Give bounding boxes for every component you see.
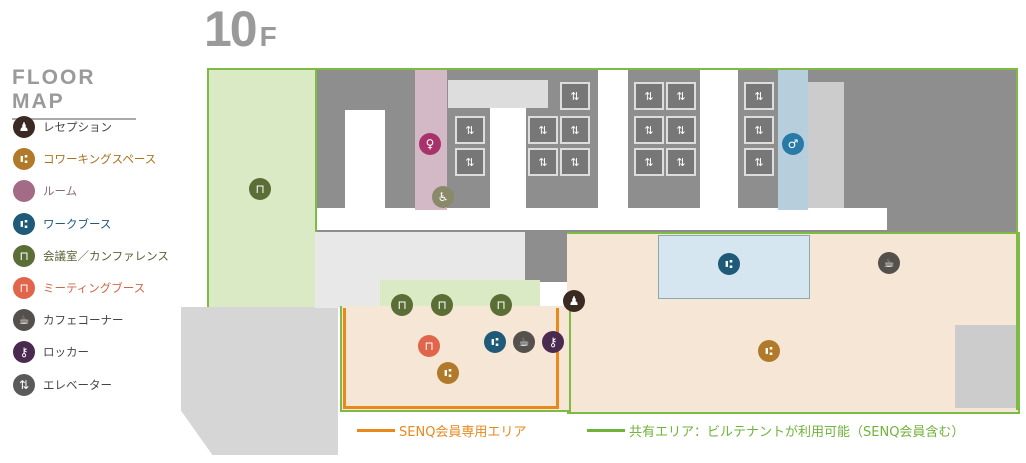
corridor	[700, 68, 738, 218]
elevator-icon: ⇅	[560, 148, 590, 176]
elevator-icon: ⇅	[455, 116, 485, 144]
legend-label: ロッカー	[43, 345, 89, 360]
meeting-booth-icon: ⊓	[418, 335, 440, 357]
conference-icon: ⊓	[490, 294, 512, 316]
elevator-icon: ⇅	[744, 116, 774, 144]
legend-label: ルーム	[43, 184, 78, 199]
elevator-icon: ⇅	[666, 82, 696, 110]
floor-suffix: F	[259, 21, 277, 52]
terrace	[181, 307, 338, 455]
stairs	[448, 80, 548, 108]
cafe-icon: ☕	[13, 309, 35, 332]
legend-item: ⑆ コワーキングスペース	[13, 148, 157, 171]
legend-item: ♟ レセプション	[13, 116, 112, 138]
elevator-icon: ⇅	[560, 116, 590, 144]
elevator-icon: ⇅	[666, 148, 696, 176]
legend-label: カフェコーナー	[43, 313, 124, 328]
elevator-icon: ⇅	[634, 148, 664, 176]
map-legend-label: 共有エリア：ビルテナントが利用可能（SENQ会員含む）	[629, 425, 965, 440]
cafe-icon: ☕	[513, 331, 535, 353]
conference-icon: ⊓	[431, 294, 453, 316]
legend-item: ⊓ 会議室／カンファレンス	[13, 244, 169, 267]
pillar	[525, 232, 567, 282]
meeting-booth-icon: ⊓	[13, 277, 35, 299]
elevator-icon: ⇅	[744, 82, 774, 110]
restroom-male-icon: ♂	[782, 133, 804, 155]
elevator-icon: ⇅	[13, 373, 35, 396]
corridor	[490, 108, 526, 208]
elevator-icon: ⇅	[528, 116, 558, 144]
terrace-right	[955, 325, 1018, 408]
map-legend-shared: 共有エリア：ビルテナントが利用可能（SENQ会員含む）	[587, 421, 964, 440]
legend-label: コワーキングスペース	[43, 152, 157, 167]
legend-item: ⑆ ワークブース	[13, 212, 112, 235]
elevator-icon: ⇅	[560, 82, 590, 110]
conference-icon: ⊓	[391, 294, 413, 316]
legend-item: ⇅ エレベーター	[13, 373, 112, 396]
legend-item: ☕ カフェコーナー	[13, 309, 124, 332]
legend-item: ⚷ ロッカー	[13, 341, 89, 364]
corridor	[598, 68, 628, 218]
legend-item: ⊓ ミーティングブース	[13, 277, 145, 299]
room-icon	[13, 180, 35, 203]
senq-area-border	[343, 308, 559, 409]
map-legend-senq: SENQ会員専用エリア	[357, 421, 526, 440]
cafe-icon: ☕	[878, 252, 900, 274]
locker-icon: ⚷	[542, 331, 564, 353]
elevator-icon: ⇅	[634, 116, 664, 144]
elevator-icon: ⇅	[455, 148, 485, 176]
corridor	[315, 208, 887, 230]
reception-icon: ♟	[563, 290, 585, 312]
legend-title: FLOOR MAP	[12, 66, 136, 120]
work-booth-icon: ⑆	[13, 212, 35, 235]
conference-icon: ⊓	[249, 178, 271, 200]
green-line-swatch	[587, 429, 625, 432]
legend-label: ミーティングブース	[43, 281, 146, 295]
legend-label: 会議室／カンファレンス	[43, 248, 169, 263]
legend-item: ルーム	[13, 180, 78, 203]
orange-line-swatch	[357, 429, 395, 432]
elevator-icon: ⇅	[634, 82, 664, 110]
coworking-icon: ⑆	[437, 362, 459, 384]
coworking-icon: ⑆	[758, 340, 780, 362]
conference-icon: ⊓	[13, 244, 35, 267]
elevator-icon: ⇅	[528, 148, 558, 176]
elevator-icon: ⇅	[744, 148, 774, 176]
map-legend-label: SENQ会員専用エリア	[399, 425, 527, 440]
restroom-female-icon: ♀	[419, 133, 441, 155]
legend-label: エレベーター	[43, 377, 112, 392]
work-booth-icon: ⑆	[484, 331, 506, 353]
work-booth-icon: ⑆	[718, 253, 740, 275]
locker-icon: ⚷	[13, 341, 35, 364]
reception-icon: ♟	[13, 116, 35, 138]
coworking-icon: ⑆	[13, 148, 35, 171]
shared-lounge	[340, 306, 571, 412]
accessible-restroom-icon: ♿	[432, 186, 454, 208]
stairs	[808, 82, 844, 208]
legend-label: ワークブース	[43, 216, 112, 231]
legend-label: レセプション	[43, 120, 112, 134]
corridor	[345, 110, 385, 208]
elevator-icon: ⇅	[666, 116, 696, 144]
floor-number-value: 10	[204, 1, 258, 57]
